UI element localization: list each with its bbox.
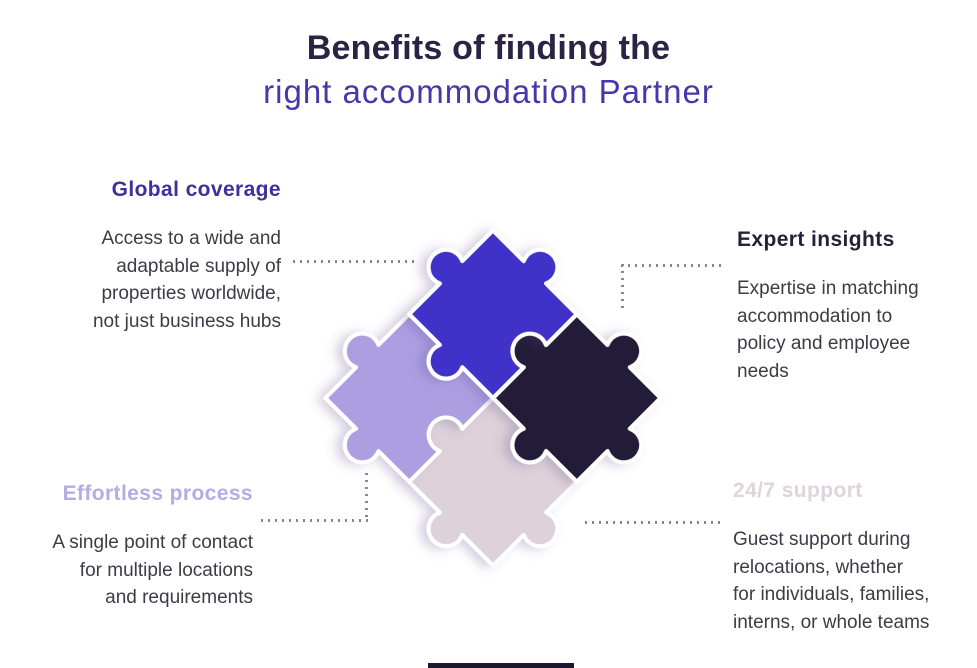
benefit-expert-insights: Expert insights Expertise in matching ac…	[737, 228, 957, 385]
top-puzzle-piece	[407, 228, 579, 400]
connector-effortless-process-dotted-line	[261, 519, 368, 522]
bottom-edge-bar	[428, 663, 574, 668]
puzzle-illustration	[323, 228, 663, 568]
title-line-2: right accommodation Partner	[263, 73, 714, 111]
benefit-effortless-process: Effortless process A single point of con…	[0, 482, 253, 612]
page-title: Benefits of finding the right accommodat…	[0, 26, 977, 115]
benefit-global-coverage: Global coverage Access to a wide and ada…	[0, 178, 281, 335]
global-coverage-body: Access to a wide and adaptable supply of…	[92, 228, 281, 332]
support-body: Guest support during relocations, whethe…	[733, 529, 930, 633]
effortless-process-body: A single point of contact for multiple l…	[52, 532, 253, 608]
support-heading: 24/7 support	[733, 479, 863, 502]
title-line-1: Benefits of finding the	[306, 29, 671, 67]
benefit-support: 24/7 support Guest support during reloca…	[733, 479, 953, 636]
expert-insights-heading: Expert insights	[737, 228, 895, 251]
effortless-process-heading: Effortless process	[62, 482, 253, 505]
connector-effortless-process-dotted-line-vertical	[365, 473, 368, 520]
connector-expert-insights-dotted-line	[621, 264, 721, 267]
connector-global-coverage-dotted-line	[293, 260, 415, 263]
connector-expert-insights-dotted-line-vertical	[621, 264, 624, 311]
connector-support-dotted-line	[585, 521, 721, 524]
expert-insights-body: Expertise in matching accommodation to p…	[737, 278, 919, 382]
global-coverage-heading: Global coverage	[111, 178, 281, 201]
